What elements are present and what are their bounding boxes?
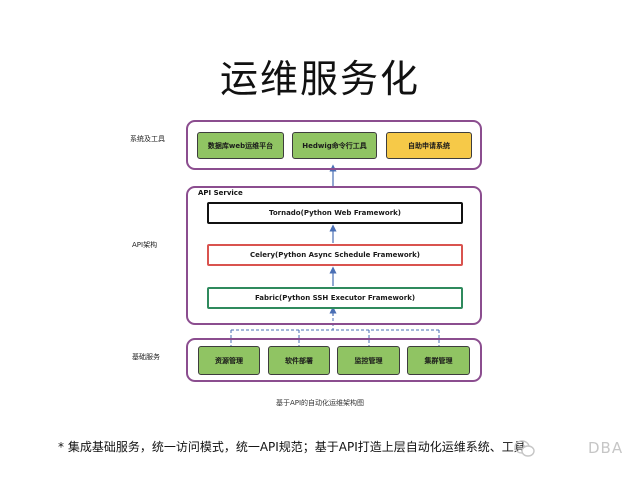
tools-layer-box bbox=[186, 120, 482, 170]
hedwig-cli-node: Hedwig命令行工具 bbox=[292, 132, 377, 159]
api-layer-label: API架构 bbox=[132, 241, 158, 249]
self-service-node: 自助申请系统 bbox=[386, 132, 472, 159]
wechat-icon bbox=[514, 440, 536, 458]
db-web-platform-node: 数据库web运维平台 bbox=[197, 132, 284, 159]
base-layer-label: 基础服务 bbox=[132, 353, 160, 361]
page-title: 运维服务化 bbox=[219, 57, 420, 101]
celery-framework-node: Celery(Python Async Schedule Framework) bbox=[207, 244, 463, 266]
api-service-caption: API Service bbox=[198, 189, 243, 197]
tools-layer-label: 系统及工具 bbox=[130, 135, 165, 143]
footnote: * 集成基础服务，统一访问模式，统一API规范；基于API打造上层自动化运维系统… bbox=[58, 440, 538, 454]
api-layer-box bbox=[186, 186, 482, 325]
fabric-framework-node: Fabric(Python SSH Executor Framework) bbox=[207, 287, 463, 309]
cluster-management-node: 集群管理 bbox=[407, 346, 470, 375]
base-layer-box bbox=[186, 338, 482, 382]
figure-caption: 基于API的自动化运维架构图 bbox=[275, 399, 365, 407]
resource-management-node: 资源管理 bbox=[198, 346, 260, 375]
tornado-framework-node: Tornado(Python Web Framework) bbox=[207, 202, 463, 224]
monitoring-management-node: 监控管理 bbox=[337, 346, 400, 375]
software-deployment-node: 软件部署 bbox=[268, 346, 330, 375]
watermark-text: DBA bbox=[588, 439, 624, 457]
